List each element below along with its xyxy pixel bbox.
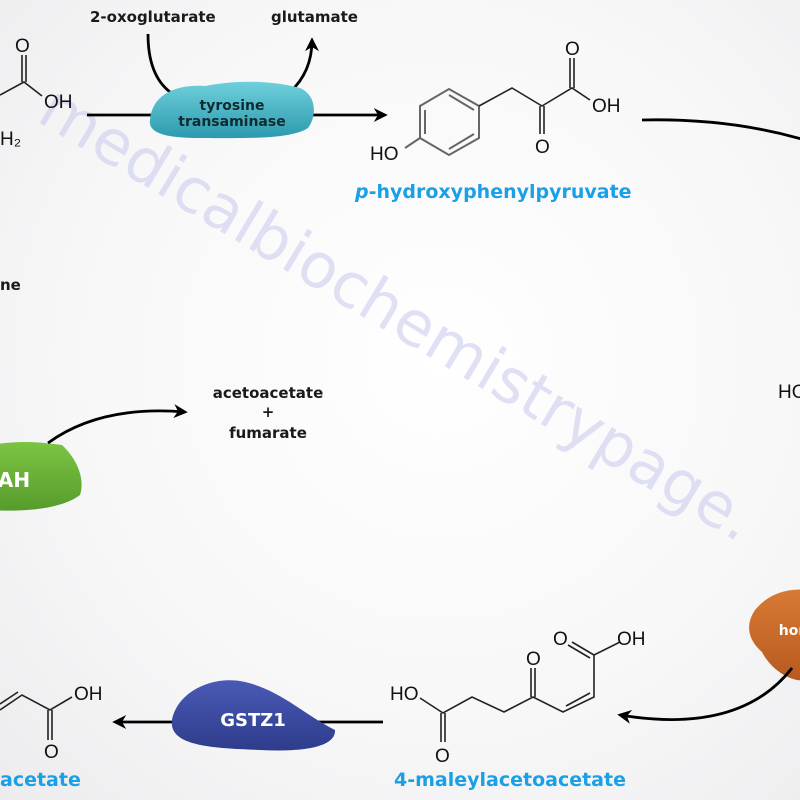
enzyme-label-fah: AH	[0, 468, 30, 492]
compound-label-hpp: p-hydroxyphenylpyruvate	[354, 181, 632, 203]
reaction-arrow-hppd	[641, 118, 800, 141]
product-fumarate: fumarate	[229, 424, 307, 442]
hpp-ho: HO	[370, 144, 399, 165]
enzyme-label-tat-1: tyrosine	[200, 98, 265, 114]
cosubstrate-2-oxoglutarate: 2-oxoglutarate	[90, 8, 216, 26]
homogentisate-ho: HO	[778, 382, 800, 403]
maleylacetoacetate-structure: HO O O O OH	[390, 629, 646, 767]
enzyme-label-tat-2: transaminase	[178, 114, 285, 130]
product-acetoacetate: acetoacetate	[213, 384, 324, 402]
maa-o-acid: O	[553, 629, 568, 650]
enzyme-label-hgd: hor	[779, 623, 800, 639]
hpp-oh: OH	[592, 96, 621, 117]
enzyme-fah[interactable]: AH	[0, 441, 82, 511]
enzyme-homogentisate-dioxygenase[interactable]: hor	[749, 589, 800, 681]
tyrosine-o: O	[15, 36, 30, 57]
compound-label-fumarylacetoacetate: acetate	[0, 769, 81, 791]
maa-o-bottom: O	[435, 746, 450, 767]
maa-oh: OH	[617, 629, 646, 650]
tyrosine-nh2: H₂	[0, 129, 21, 150]
enzyme-label-gstz1: GSTZ1	[220, 710, 286, 731]
tyrosine-structure: O OH H₂	[0, 36, 73, 150]
maa-ho: HO	[390, 684, 419, 705]
faa-o: O	[44, 742, 59, 763]
compound-label-maleylacetoacetate: 4-maleylacetoacetate	[394, 769, 626, 791]
product-plus: +	[262, 403, 275, 421]
hpp-o-keto: O	[535, 137, 550, 158]
reaction-arrow-fah-products	[47, 404, 188, 445]
glutamate-out-arrow	[289, 37, 319, 94]
hpp-structure: HO O O OH	[370, 39, 621, 165]
enzyme-tyrosine-transaminase[interactable]: tyrosine transaminase	[149, 81, 314, 139]
hpp-o-acid: O	[565, 39, 580, 60]
faa-oh: OH	[74, 684, 103, 705]
fumarylacetoacetate-structure: OH O	[0, 684, 103, 763]
tyrosine-label: ne	[0, 276, 21, 294]
tyrosine-oh: OH	[44, 92, 73, 113]
reaction-arrow-hgd	[617, 667, 794, 724]
cosubstrate-glutamate: glutamate	[271, 8, 358, 26]
products-label: acetoacetate + fumarate	[213, 384, 324, 442]
enzyme-gstz1[interactable]: GSTZ1	[171, 680, 336, 751]
oxoglutarate-in-arrow	[146, 33, 171, 94]
maa-o-keto: O	[526, 649, 541, 670]
